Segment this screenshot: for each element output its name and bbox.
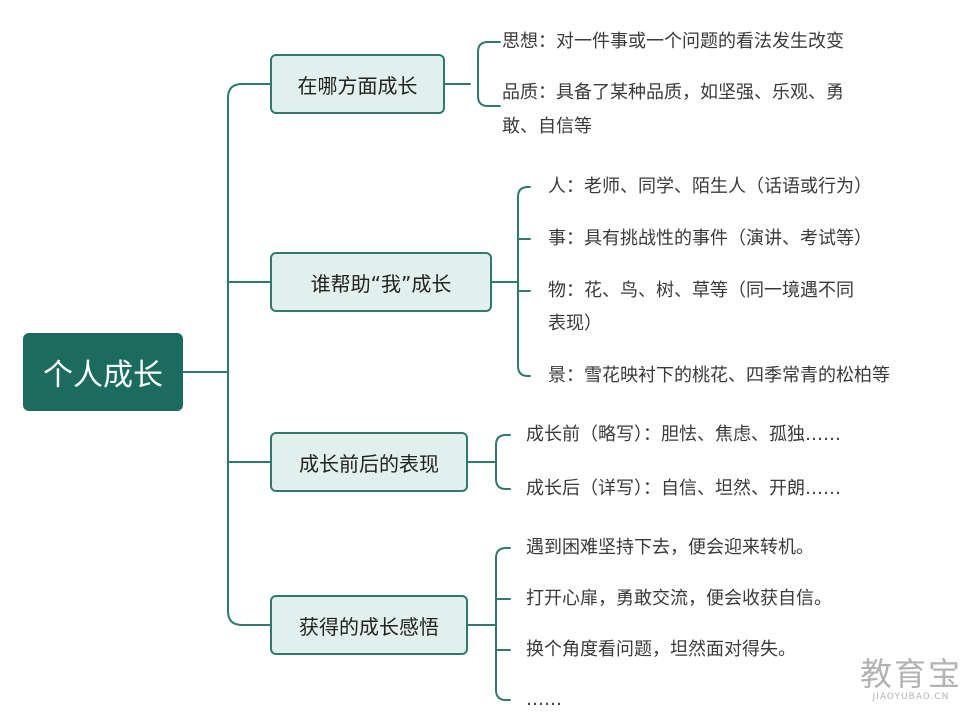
leaf-item: 敢、自信等 bbox=[502, 116, 592, 137]
leaf-item: 打开心扉，勇敢交流，便会收获自信。 bbox=[526, 588, 832, 609]
root-node: 个人成长 bbox=[23, 333, 183, 411]
branch-node-before-after: 成长前后的表现 bbox=[270, 432, 468, 492]
watermark-logo: 教育宝 JIAOYUBAO.CN bbox=[860, 656, 962, 702]
leaf-item: 景：雪花映衬下的桃花、四季常青的松柏等 bbox=[548, 365, 890, 386]
connector-leaves-4 bbox=[467, 547, 511, 701]
root-node-label: 个人成长 bbox=[43, 358, 163, 393]
connector-leaves-2 bbox=[491, 186, 531, 377]
branch-node-insights: 获得的成长感悟 bbox=[270, 595, 468, 655]
leaf-item: …… bbox=[526, 689, 562, 710]
leaf-item: 物：花、鸟、树、草等（同一境遇不同 bbox=[548, 280, 854, 301]
leaf-item: 人：老师、同学、陌生人（话语或行为） bbox=[548, 176, 872, 197]
branch-label: 谁帮助“我”成长 bbox=[310, 271, 452, 296]
leaf-item: 成长后（详写）：自信、坦然、开朗…… bbox=[526, 478, 841, 499]
branch-node-who: 谁帮助“我”成长 bbox=[270, 252, 492, 312]
leaf-item: 思想：对一件事或一个问题的看法发生改变 bbox=[502, 31, 844, 52]
watermark-main: 教育宝 bbox=[859, 655, 962, 693]
leaf-item: 品质：具备了某种品质，如坚强、乐观、勇 bbox=[502, 82, 844, 103]
leaf-item: 表现） bbox=[548, 313, 602, 334]
leaf-item: 遇到困难坚持下去，便会迎来转机。 bbox=[526, 537, 814, 558]
connector-leaves-1 bbox=[444, 41, 501, 107]
leaf-item: 成长前（略写）：胆怯、焦虑、孤独…… bbox=[526, 424, 841, 445]
branch-label: 获得的成长感悟 bbox=[299, 614, 439, 639]
connector-trunk bbox=[227, 83, 271, 626]
leaf-item: 事：具有挑战性的事件（演讲、考试等） bbox=[548, 228, 872, 249]
branch-node-where: 在哪方面成长 bbox=[270, 54, 445, 114]
branch-label: 成长前后的表现 bbox=[299, 451, 439, 476]
branch-label: 在哪方面成长 bbox=[297, 73, 418, 98]
leaf-item: 换个角度看问题，坦然面对得失。 bbox=[526, 639, 796, 660]
connector-leaves-3 bbox=[467, 434, 511, 490]
watermark-sub: JIAOYUBAO.CN bbox=[872, 692, 950, 702]
